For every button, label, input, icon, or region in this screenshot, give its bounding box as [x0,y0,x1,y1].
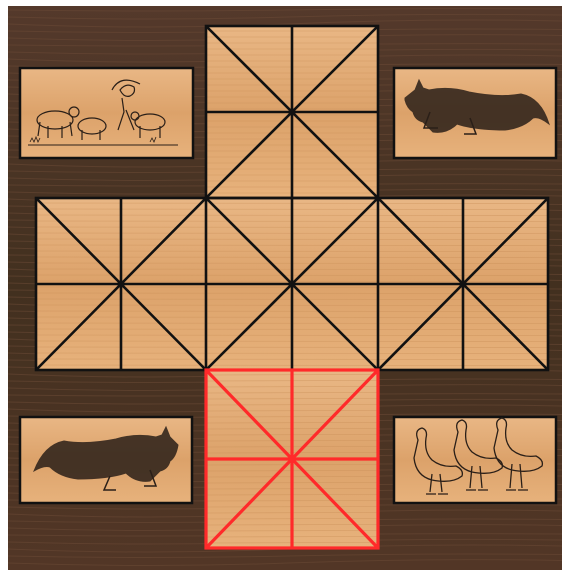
panel-top-right [394,68,556,158]
board-point[interactable] [460,281,467,288]
panel-bottom-left [20,417,192,503]
board-point[interactable] [289,456,296,463]
board-point[interactable] [118,281,125,288]
panel-bottom-right [394,417,556,503]
board-point[interactable] [289,109,296,116]
panel-top-left [20,68,193,158]
board-point[interactable] [289,281,296,288]
